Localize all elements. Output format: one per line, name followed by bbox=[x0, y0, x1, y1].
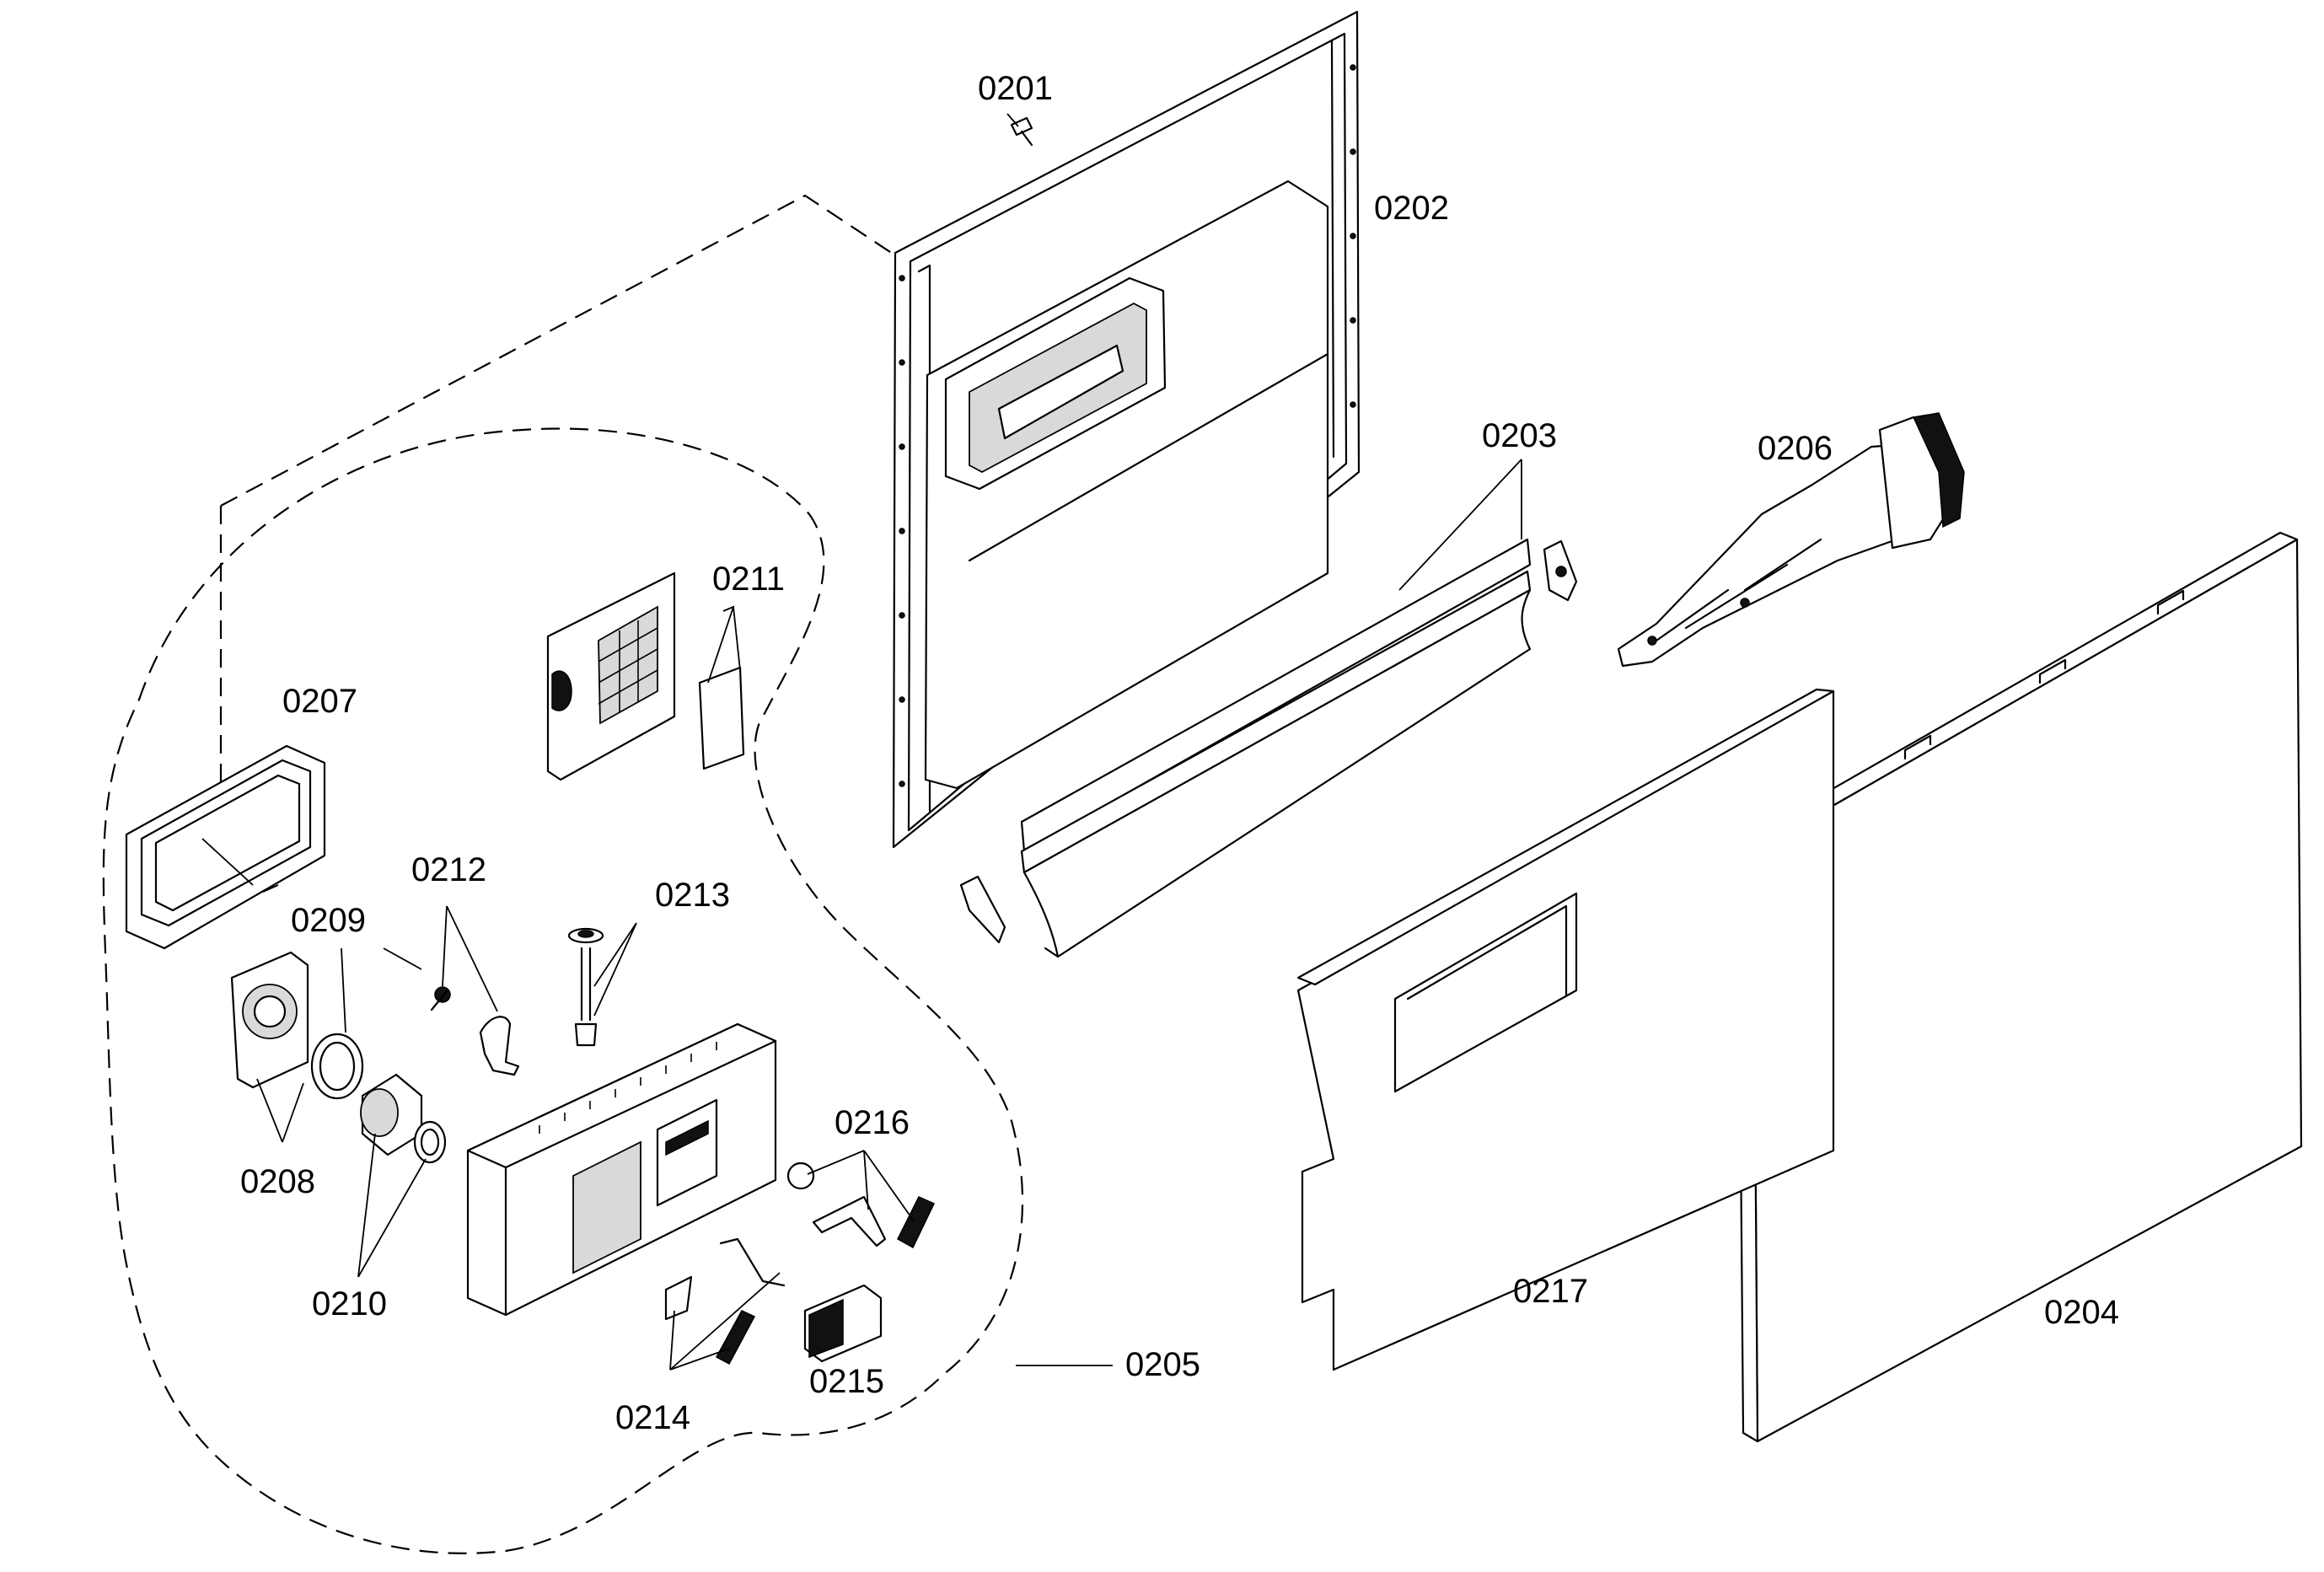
label-0213: 0213 bbox=[655, 877, 730, 914]
springs-0214 bbox=[664, 1237, 786, 1365]
solenoid-0215 bbox=[803, 1284, 883, 1363]
label-0203: 0203 bbox=[1482, 417, 1557, 454]
inner-door-0202 bbox=[892, 10, 1361, 849]
nozzle-0210 bbox=[360, 1073, 447, 1164]
label-0204: 0204 bbox=[2044, 1294, 2119, 1331]
clip-left bbox=[959, 875, 1006, 944]
label-0205: 0205 bbox=[1125, 1346, 1200, 1383]
seal-ring-0209 bbox=[310, 1033, 364, 1100]
seal-strip-0203 bbox=[1020, 538, 1532, 958]
screw-0201 bbox=[1010, 116, 1033, 147]
clip-right bbox=[1543, 539, 1578, 602]
panel-0217 bbox=[1296, 688, 1835, 1371]
dispenser-cover-0211 bbox=[546, 571, 745, 781]
label-0214: 0214 bbox=[615, 1399, 690, 1436]
spring-lever-0212 bbox=[430, 986, 520, 1076]
label-0208: 0208 bbox=[240, 1163, 315, 1200]
label-0212: 0212 bbox=[411, 851, 486, 888]
label-0211: 0211 bbox=[712, 561, 785, 598]
label-0210: 0210 bbox=[312, 1285, 387, 1323]
label-0202: 0202 bbox=[1374, 190, 1449, 227]
label-0201: 0201 bbox=[978, 70, 1053, 107]
label-0207: 0207 bbox=[282, 683, 357, 720]
label-0215: 0215 bbox=[809, 1363, 884, 1400]
label-0209: 0209 bbox=[291, 902, 366, 939]
pin-valve-0213 bbox=[567, 927, 604, 1047]
dispenser-body-0205 bbox=[466, 1022, 777, 1317]
label-0217: 0217 bbox=[1513, 1273, 1588, 1310]
bezel-0208 bbox=[230, 951, 309, 1089]
actuator-0216 bbox=[786, 1162, 936, 1249]
hinge-bracket-0206 bbox=[1617, 412, 1965, 668]
assembly-0205-boundary bbox=[102, 427, 1024, 1554]
leader-lines bbox=[201, 113, 1522, 1371]
label-0216: 0216 bbox=[835, 1104, 910, 1141]
gasket-frame-0207 bbox=[125, 744, 326, 950]
label-0206: 0206 bbox=[1758, 430, 1833, 467]
